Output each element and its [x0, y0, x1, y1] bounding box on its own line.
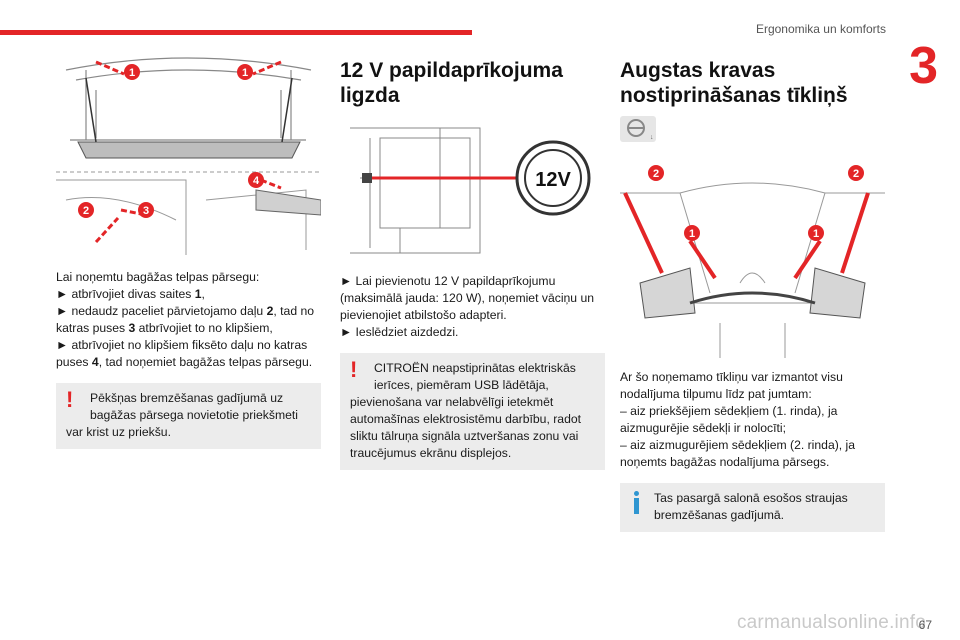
- socket-step-1: ► Lai pievienotu 12 V papildaprīkojumu (…: [340, 274, 595, 322]
- svg-text:3: 3: [143, 205, 149, 217]
- svg-text:2: 2: [83, 205, 89, 217]
- watermark: carmanualsonline.info: [736, 612, 926, 633]
- net-callout-1-left: 1: [684, 225, 700, 241]
- warning-box-socket: ! CITROËN neapstiprinātas elektriskās ie…: [340, 353, 605, 470]
- warning-icon: !: [350, 357, 358, 382]
- net-callout-1-right: 1: [808, 225, 824, 241]
- svg-text:1: 1: [129, 67, 135, 79]
- svg-text:1: 1: [689, 228, 695, 240]
- svg-text:4: 4: [253, 175, 260, 187]
- net-intro: Ar šo noņemamo tīkliņu var izmantot visu…: [620, 370, 843, 401]
- intro-text: Lai noņemtu bagāžas telpas pārsegu:: [56, 270, 260, 284]
- socket-label: 12V: [535, 169, 571, 191]
- section-heading-12v: 12 V papildaprīkojuma ligzda: [340, 59, 563, 107]
- step-2: ► nedaudz paceliet pārvietojamo daļu 2, …: [56, 304, 315, 335]
- cargo-net-illustration: 2 2 1 1: [620, 165, 885, 358]
- column-12v-socket: 12 V papildaprīkojuma ligzda 12V ► Lai p…: [340, 50, 605, 470]
- step-3: ► atbrīvojiet no klipšiem fiksēto daļu n…: [56, 338, 313, 369]
- socket-illustration: 12V: [350, 127, 591, 254]
- callout-2: 2: [78, 202, 94, 218]
- header-accent-bar: [0, 30, 472, 35]
- column-trunk-cover: 1 1 2 3 4 Lai noņemtu bagāžas telpas pār…: [56, 50, 322, 449]
- warning-box: ! Pēkšņas bremzēšanas gadījumā uz bagāža…: [56, 383, 321, 449]
- svg-text:1: 1: [813, 228, 819, 240]
- svg-text:2: 2: [653, 168, 659, 180]
- callout-1-left: 1: [124, 64, 140, 80]
- info-icon: [634, 491, 639, 514]
- callout-1-right: 1: [237, 64, 253, 80]
- column-cargo-net: Augstas kravas nostiprināšanas tīkliņš ↓…: [620, 50, 885, 532]
- trunk-cover-illustration: 1 1 2 3 4: [56, 50, 322, 255]
- warning-icon: !: [66, 387, 74, 412]
- step-1: ► atbrīvojiet divas saites 1,: [56, 287, 205, 301]
- net-callout-2-right: 2: [848, 165, 864, 181]
- callout-4: 4: [248, 172, 264, 188]
- callout-3: 3: [138, 202, 154, 218]
- chapter-number: 3: [909, 37, 938, 95]
- info-box: Tas pasargā salonā esošos straujas bremz…: [620, 483, 885, 532]
- section-heading-net: Augstas kravas nostiprināšanas tīkliņš: [620, 59, 848, 107]
- steering-wheel-icon: ↓: [620, 116, 656, 142]
- net-item-2: – aiz aizmugurējiem sēdekļiem (2. rinda)…: [620, 438, 856, 469]
- svg-text:↓: ↓: [650, 134, 654, 141]
- section-title: Ergonomika un komforts: [755, 22, 886, 36]
- page-number: 67: [918, 618, 932, 632]
- svg-text:2: 2: [853, 168, 859, 180]
- net-item-1: – aiz priekšējiem sēdekļiem (1. rinda), …: [620, 404, 838, 435]
- svg-text:1: 1: [242, 67, 248, 79]
- net-callout-2-left: 2: [648, 165, 664, 181]
- socket-step-2: ► Ieslēdziet aizdedzi.: [340, 325, 459, 339]
